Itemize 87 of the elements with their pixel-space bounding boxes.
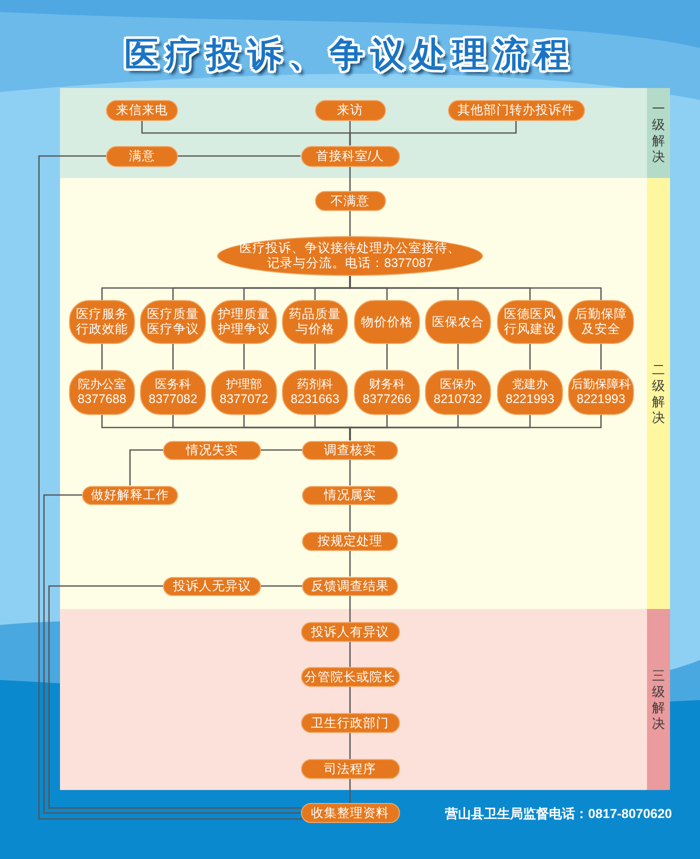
department-box bbox=[211, 370, 277, 414]
connector-line bbox=[457, 344, 459, 370]
category-box: 医德医风行风建设 bbox=[497, 300, 563, 344]
connector-line bbox=[38, 155, 302, 820]
step-pill: 情况属实 bbox=[302, 486, 398, 504]
department-name: 财务科 bbox=[369, 377, 405, 392]
step-pill: 分管院长或院长 bbox=[300, 667, 400, 687]
department-name: 药剂科 bbox=[297, 377, 333, 392]
connector-line bbox=[243, 344, 245, 370]
department-box bbox=[568, 370, 634, 414]
connector-line bbox=[349, 687, 351, 713]
step-pill: 卫生行政部门 bbox=[300, 713, 400, 733]
connector-line bbox=[349, 779, 351, 803]
phone-number: 8210732 bbox=[434, 392, 482, 407]
connector-line bbox=[349, 414, 602, 440]
phone-number: 8377082 bbox=[148, 392, 198, 407]
connector-line bbox=[349, 211, 351, 236]
department-box bbox=[69, 370, 135, 414]
connector-line bbox=[529, 344, 531, 370]
title: 医疗投诉、争议处理流程 bbox=[124, 36, 576, 74]
step-pill: 投诉人无异议 bbox=[163, 576, 261, 596]
connector-line bbox=[349, 642, 351, 667]
department-name: 医保办 bbox=[440, 377, 476, 392]
connector-line bbox=[349, 166, 351, 191]
category-box: 医保农合 bbox=[425, 300, 491, 344]
hotline-note: 营山县卫生局监督电话：0817-8070620 bbox=[445, 806, 672, 822]
connector-line bbox=[261, 585, 302, 587]
phone-number: 8377688 bbox=[78, 392, 126, 407]
connector-line bbox=[349, 596, 351, 622]
connector-line bbox=[178, 155, 300, 157]
step-pill: 来信来电 bbox=[106, 100, 178, 120]
connector-line bbox=[349, 460, 351, 486]
step-pill: 来访 bbox=[314, 100, 386, 120]
phone-number: 8221993 bbox=[576, 392, 626, 407]
step-pill: 不满意 bbox=[314, 191, 386, 211]
connector-line bbox=[172, 344, 174, 370]
connector-line bbox=[261, 449, 302, 451]
connector-line bbox=[349, 504, 351, 532]
category-box: 药品质量与价格 bbox=[282, 300, 348, 344]
department-name: 院办公室 bbox=[78, 377, 126, 392]
department-box bbox=[140, 370, 206, 414]
department-name: 护理部 bbox=[226, 377, 262, 392]
phone-number: 8221993 bbox=[506, 392, 554, 407]
connector-line bbox=[349, 276, 602, 300]
connector-line bbox=[386, 344, 388, 370]
level-band bbox=[60, 178, 670, 609]
step-pill: 做好解释工作 bbox=[82, 486, 178, 504]
step-pill: 按规定处理 bbox=[302, 532, 398, 550]
department-box bbox=[497, 370, 563, 414]
department-name: 后勤保障科 bbox=[571, 377, 631, 392]
department-box bbox=[282, 370, 348, 414]
step-pill: 收集整理资料 bbox=[300, 803, 400, 823]
level-label: 二级解决 bbox=[652, 362, 666, 426]
connector-line bbox=[48, 585, 302, 809]
phone-number: 8231663 bbox=[290, 392, 340, 407]
step-pill: 反馈调查结果 bbox=[302, 576, 398, 596]
phone-number: 8377266 bbox=[362, 392, 412, 407]
level-label: 一级解决 bbox=[652, 101, 666, 165]
oval-node: 医疗投诉、争议接待处理办公室接待、记录与分流。电话：8377087 bbox=[217, 236, 483, 276]
level-band bbox=[60, 609, 670, 790]
step-pill: 其他部门转办投诉件 bbox=[448, 100, 584, 120]
connector-line bbox=[349, 120, 517, 146]
connector-line bbox=[314, 344, 316, 370]
level-band bbox=[60, 88, 670, 178]
category-box: 物价价格 bbox=[354, 300, 420, 344]
connector-line bbox=[43, 494, 300, 814]
connector-line bbox=[600, 344, 602, 370]
category-box: 医疗质量医疗争议 bbox=[140, 300, 206, 344]
department-box bbox=[425, 370, 491, 414]
step-pill: 调查核实 bbox=[302, 440, 398, 460]
category-box: 护理质量护理争议 bbox=[211, 300, 277, 344]
step-pill: 首接科室/人 bbox=[300, 146, 400, 166]
department-box bbox=[354, 370, 420, 414]
category-box: 后勤保障及安全 bbox=[568, 300, 634, 344]
connector-line bbox=[349, 550, 351, 576]
phone-number: 8377072 bbox=[220, 392, 268, 407]
connector-line bbox=[349, 733, 351, 759]
step-pill: 投诉人有异议 bbox=[300, 622, 400, 642]
category-box: 医疗服务行政效能 bbox=[69, 300, 135, 344]
connector-line bbox=[101, 344, 103, 370]
connector-line bbox=[129, 449, 163, 486]
level-label: 三级解决 bbox=[652, 668, 666, 732]
department-name: 医务科 bbox=[155, 377, 191, 392]
step-pill: 司法程序 bbox=[300, 759, 400, 779]
department-name: 党建办 bbox=[512, 377, 548, 392]
step-pill: 情况失实 bbox=[163, 440, 261, 460]
step-pill: 满意 bbox=[106, 146, 178, 166]
